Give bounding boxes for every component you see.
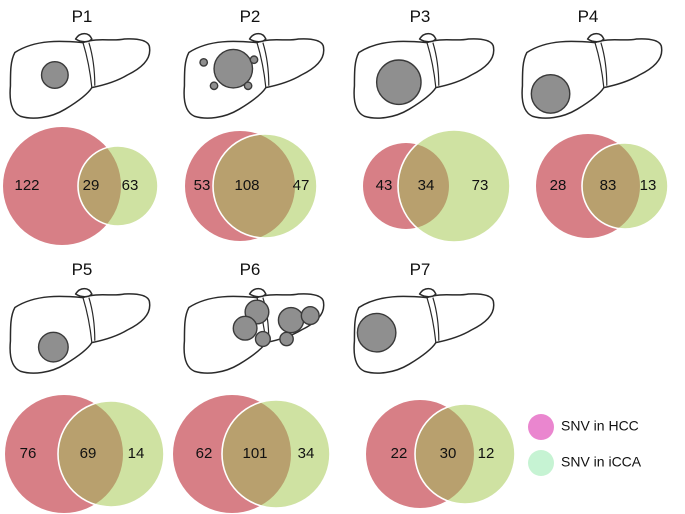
shared-count: 30 [440, 445, 457, 462]
hcc-only-count: 76 [20, 445, 37, 462]
icca-circle-outline [221, 399, 331, 509]
liver-vessel [420, 34, 436, 42]
hcc-only-count: 62 [196, 445, 213, 462]
shared-count: 34 [418, 177, 435, 194]
liver-outline [354, 39, 494, 118]
patient-title: P7 [410, 260, 431, 279]
tumor-lesion [249, 55, 259, 65]
icca-circle-outline [397, 129, 511, 243]
patient-panel-p1: P1 122 29 63 [3, 7, 158, 245]
tumor-lesion [254, 330, 271, 348]
liver-ligament [83, 298, 95, 343]
icca-circle-outline [581, 142, 669, 230]
liver-vessel [250, 289, 266, 297]
patient-panel-p7: P7 22 30 12 [354, 260, 515, 508]
tumor-lesion [530, 73, 571, 114]
icca-circle-outline [57, 400, 165, 508]
hcc-only-count: 122 [14, 177, 39, 194]
hcc-only-count: 43 [376, 177, 393, 194]
patient-title: P2 [240, 7, 261, 26]
liver-outline [354, 294, 494, 373]
overlap-region [58, 401, 123, 507]
patient-panel-p5: P5 76 69 14 [5, 260, 164, 513]
overlap-region [78, 146, 121, 226]
tumor-lesion [375, 59, 422, 106]
liver-vessel [76, 289, 92, 297]
icca-only-count: 47 [293, 177, 310, 194]
liver-ligament [595, 43, 607, 88]
legend-label: SNV in iCCA [561, 454, 642, 470]
tumor-lesion [213, 48, 254, 89]
tumor-lesion [279, 331, 294, 347]
liver-ligament [427, 298, 439, 343]
liver-ligament [83, 43, 95, 88]
liver-outline [10, 39, 150, 118]
patient-panel-p4: P4 28 83 13 [522, 7, 668, 238]
tumor-lesion [199, 58, 209, 67]
icca-circle-outline [77, 145, 159, 227]
liver-vessel [420, 289, 436, 297]
patient-title: P6 [240, 260, 261, 279]
tumor-lesion [277, 306, 305, 334]
legend-label: SNV in HCC [561, 418, 639, 434]
overlap-region [222, 400, 291, 508]
patient-panel-p6: P6 62 101 34 [173, 260, 330, 513]
tumor-lesion [356, 312, 397, 353]
icca-only-count: 13 [640, 177, 657, 194]
icca-only-count: 12 [478, 445, 495, 462]
hcc-only-count: 28 [550, 177, 567, 194]
hcc-only-count: 22 [391, 445, 408, 462]
icca-only-count: 63 [122, 177, 139, 194]
patient-title: P1 [72, 7, 93, 26]
legend-swatch [528, 450, 554, 476]
icca-circle-outline [212, 133, 318, 239]
tumor-lesion [37, 331, 69, 363]
tumor-lesion [40, 60, 69, 90]
tumor-lesion [243, 81, 253, 91]
icca-only-count: 14 [128, 445, 145, 462]
tumor-lesion [232, 315, 258, 341]
icca-only-count: 34 [298, 445, 315, 462]
patient-title: P5 [72, 260, 93, 279]
liver-outline [184, 39, 324, 118]
liver-outline [10, 294, 150, 373]
legend: SNV in HCC SNV in iCCA [528, 414, 642, 476]
patient-title: P3 [410, 7, 431, 26]
tumor-lesion [209, 81, 219, 91]
liver-vessel [76, 34, 92, 42]
shared-count: 69 [80, 445, 97, 462]
liver-vessel [250, 34, 266, 42]
liver-ligament [257, 43, 269, 88]
shared-count: 83 [600, 177, 617, 194]
liver-ligament [427, 43, 439, 88]
shared-count: 108 [234, 177, 259, 194]
tumor-lesion [300, 306, 320, 326]
patient-title: P4 [578, 7, 599, 26]
icca-only-count: 73 [472, 177, 489, 194]
liver-vessel [588, 34, 604, 42]
shared-count: 29 [83, 177, 100, 194]
shared-count: 101 [242, 445, 267, 462]
icca-circle-outline [414, 403, 516, 505]
overlap-region [415, 404, 474, 504]
overlap-region [398, 143, 449, 229]
overlap-region [582, 143, 640, 229]
patient-panel-p2: P2 53 108 47 [184, 7, 324, 241]
patient-panel-p3: P3 43 34 73 [354, 7, 511, 243]
hcc-only-count: 53 [194, 177, 211, 194]
legend-swatch [528, 414, 554, 440]
